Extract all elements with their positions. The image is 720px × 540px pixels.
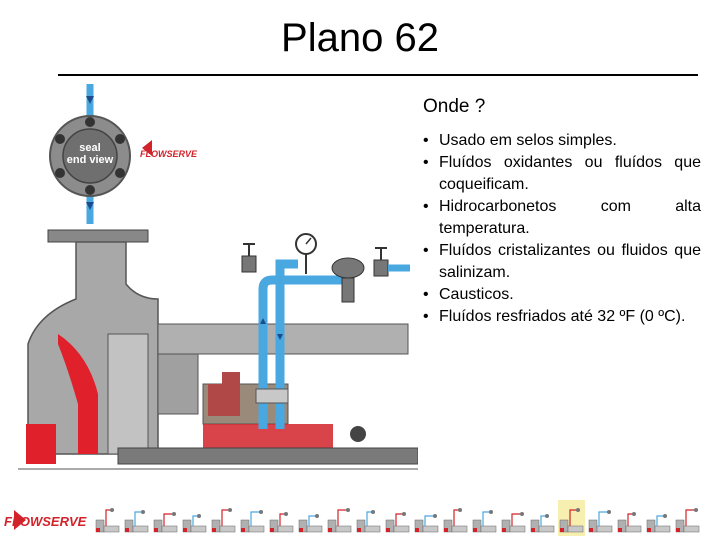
bullet-text: Usado em selos simples. xyxy=(439,132,617,149)
flowserve-logo: FLOWSERVE xyxy=(140,140,198,159)
pump-plan-icon xyxy=(385,512,410,533)
quench-piping xyxy=(255,259,348,429)
seal-view-label-top: seal xyxy=(79,142,100,154)
plan-thumbnail[interactable] xyxy=(384,500,411,536)
pump-plan-icon xyxy=(472,510,497,533)
footer-logo-text: FLOWSERVE xyxy=(4,514,87,529)
bullet-list: • Usado em selos simples. • Fluídos oxidan… xyxy=(423,130,701,328)
bullet-dot: • xyxy=(423,132,429,149)
bullet-item: • Causticos. xyxy=(423,284,701,306)
bullet-dot: • xyxy=(423,198,429,215)
plan-thumbnail[interactable] xyxy=(210,500,237,536)
pump-plan-icon xyxy=(501,512,526,533)
plan-thumbnail[interactable] xyxy=(152,500,179,536)
bullet-item: • Fluídos oxidantes ou fluídos que coquei… xyxy=(423,152,701,196)
plan-thumbnail[interactable] xyxy=(587,500,614,536)
plan-thumbnail[interactable] xyxy=(645,500,672,536)
pump-plan-icon xyxy=(182,514,207,533)
bullet-text: Fluídos cristalizantes ou fluidos que sa… xyxy=(439,242,701,281)
bullet-item: • Hidrocarbonetos com alta temperatura. xyxy=(423,196,701,240)
pump-plan-icon xyxy=(588,510,613,533)
pump-plan-icon xyxy=(443,508,468,533)
section-heading: Onde ? xyxy=(423,96,486,117)
plan-thumbnail[interactable] xyxy=(268,500,295,536)
plan-thumbnail[interactable] xyxy=(355,500,382,536)
bullet-item: • Fluídos resfriados até 32 ºF (0 ºC). xyxy=(423,306,701,328)
slide-title: Plano 62 xyxy=(281,16,439,60)
pump-plan-icon xyxy=(530,514,555,533)
seal-end-view: seal end view xyxy=(49,84,131,224)
plan-thumbnail[interactable] xyxy=(500,500,527,536)
pump-plan-icon xyxy=(95,508,120,533)
pump-plan-icon xyxy=(269,512,294,533)
pump-plan-icon xyxy=(414,514,439,533)
pump-plan-icon xyxy=(559,508,584,533)
plan-thumbnail[interactable] xyxy=(471,500,498,536)
bullet-text: Fluídos oxidantes ou fluídos que coqueif… xyxy=(439,154,701,193)
plan-thumbnail[interactable] xyxy=(558,500,585,536)
plan-thumbnail[interactable] xyxy=(616,500,643,536)
plan-thumbnail[interactable] xyxy=(413,500,440,536)
plan-thumbnail[interactable] xyxy=(123,500,150,536)
bullet-text: Hidrocarbonetos com alta temperatura. xyxy=(439,198,701,237)
pump-plan-icon xyxy=(675,508,700,533)
bullet-item: • Usado em selos simples. xyxy=(423,130,701,152)
bullet-dot: • xyxy=(423,154,429,171)
plan-thumbnail[interactable] xyxy=(529,500,556,536)
bullet-dot: • xyxy=(423,308,429,325)
pump-plan-icon xyxy=(153,512,178,533)
plan-thumbnail[interactable] xyxy=(239,500,266,536)
footer-flowserve-logo: FLOWSERVE xyxy=(4,510,87,530)
pump-plan-icon xyxy=(298,514,323,533)
pump-plan-icon xyxy=(124,510,149,533)
bullet-text: Causticos. xyxy=(439,286,514,303)
bullet-text: Fluídos resfriados até 32 ºF (0 ºC). xyxy=(439,308,686,325)
title-divider xyxy=(58,74,698,76)
plan-thumbnail[interactable] xyxy=(297,500,324,536)
bullet-item: • Fluídos cristalizantes ou fluidos que s… xyxy=(423,240,701,284)
pump-plan-icon xyxy=(617,512,642,533)
valves-and-gauge xyxy=(241,233,410,303)
seal-gland xyxy=(18,372,418,470)
plan-62-seal-diagram: seal end view FLOWSERVE xyxy=(18,84,418,470)
pump-plan-icon xyxy=(646,514,671,533)
plan-thumbnail[interactable] xyxy=(94,500,121,536)
pump-plan-icon xyxy=(327,508,352,533)
bullet-dot: • xyxy=(423,286,429,303)
content-panel: Onde ? • Usado em selos simples. • Fluídos… xyxy=(423,94,701,328)
pump-plan-icon xyxy=(240,510,265,533)
flowserve-logo-text: FLOWSERVE xyxy=(140,149,198,159)
seal-view-label-bottom: end view xyxy=(67,154,114,166)
bullet-dot: • xyxy=(423,242,429,259)
plan-thumbnail[interactable] xyxy=(181,500,208,536)
plan-thumbnail[interactable] xyxy=(442,500,469,536)
plan-thumbnail-strip xyxy=(94,500,716,536)
plan-thumbnail[interactable] xyxy=(674,500,701,536)
pump-plan-icon xyxy=(211,508,236,533)
pump-plan-icon xyxy=(356,510,381,533)
plan-thumbnail[interactable] xyxy=(326,500,353,536)
